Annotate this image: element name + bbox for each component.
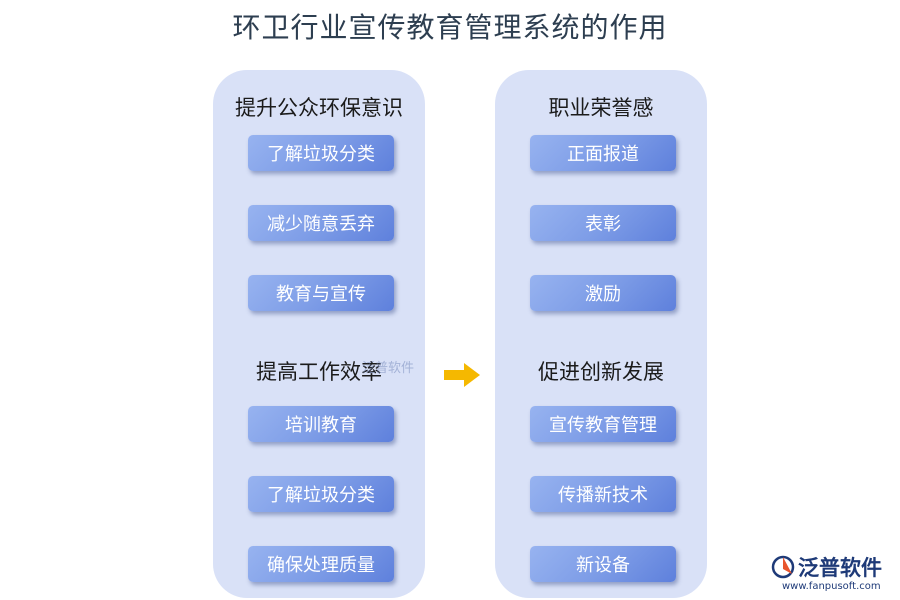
item-right-1-3[interactable]: 激励 [530,275,676,311]
logo-url: www.fanpusoft.com [782,581,881,592]
item-left-2-1[interactable]: 培训教育 [248,406,394,442]
left-panel: 提升公众环保意识 了解垃圾分类 减少随意丢弃 教育与宣传 提高工作效率 培训教育… [213,70,425,598]
item-left-2-3[interactable]: 确保处理质量 [248,546,394,582]
heading-right-2: 促进创新发展 [538,360,664,384]
right-panel: 职业荣誉感 正面报道 表彰 激励 促进创新发展 宣传教育管理 传播新技术 新设备 [495,70,707,598]
item-left-1-2[interactable]: 减少随意丢弃 [248,205,394,241]
item-right-2-2[interactable]: 传播新技术 [530,476,676,512]
logo-icon [771,555,795,579]
heading-left-2: 提高工作效率 [256,360,382,384]
brand-logo: 泛普软件 www.fanpusoft.com [770,552,895,596]
item-right-1-2[interactable]: 表彰 [530,205,676,241]
item-right-2-3[interactable]: 新设备 [530,546,676,582]
item-left-2-2[interactable]: 了解垃圾分类 [248,476,394,512]
page-title: 环卫行业宣传教育管理系统的作用 [232,11,668,44]
logo-text: 泛普软件 [798,556,882,580]
heading-right-1: 职业荣誉感 [548,96,654,120]
arrow-right-icon [444,363,480,387]
watermark: 泛普软件 [362,361,415,376]
item-right-2-1[interactable]: 宣传教育管理 [530,406,676,442]
item-left-1-1[interactable]: 了解垃圾分类 [248,135,394,171]
heading-left-1: 提升公众环保意识 [235,96,403,120]
item-left-1-3[interactable]: 教育与宣传 [248,275,394,311]
item-right-1-1[interactable]: 正面报道 [530,135,676,171]
